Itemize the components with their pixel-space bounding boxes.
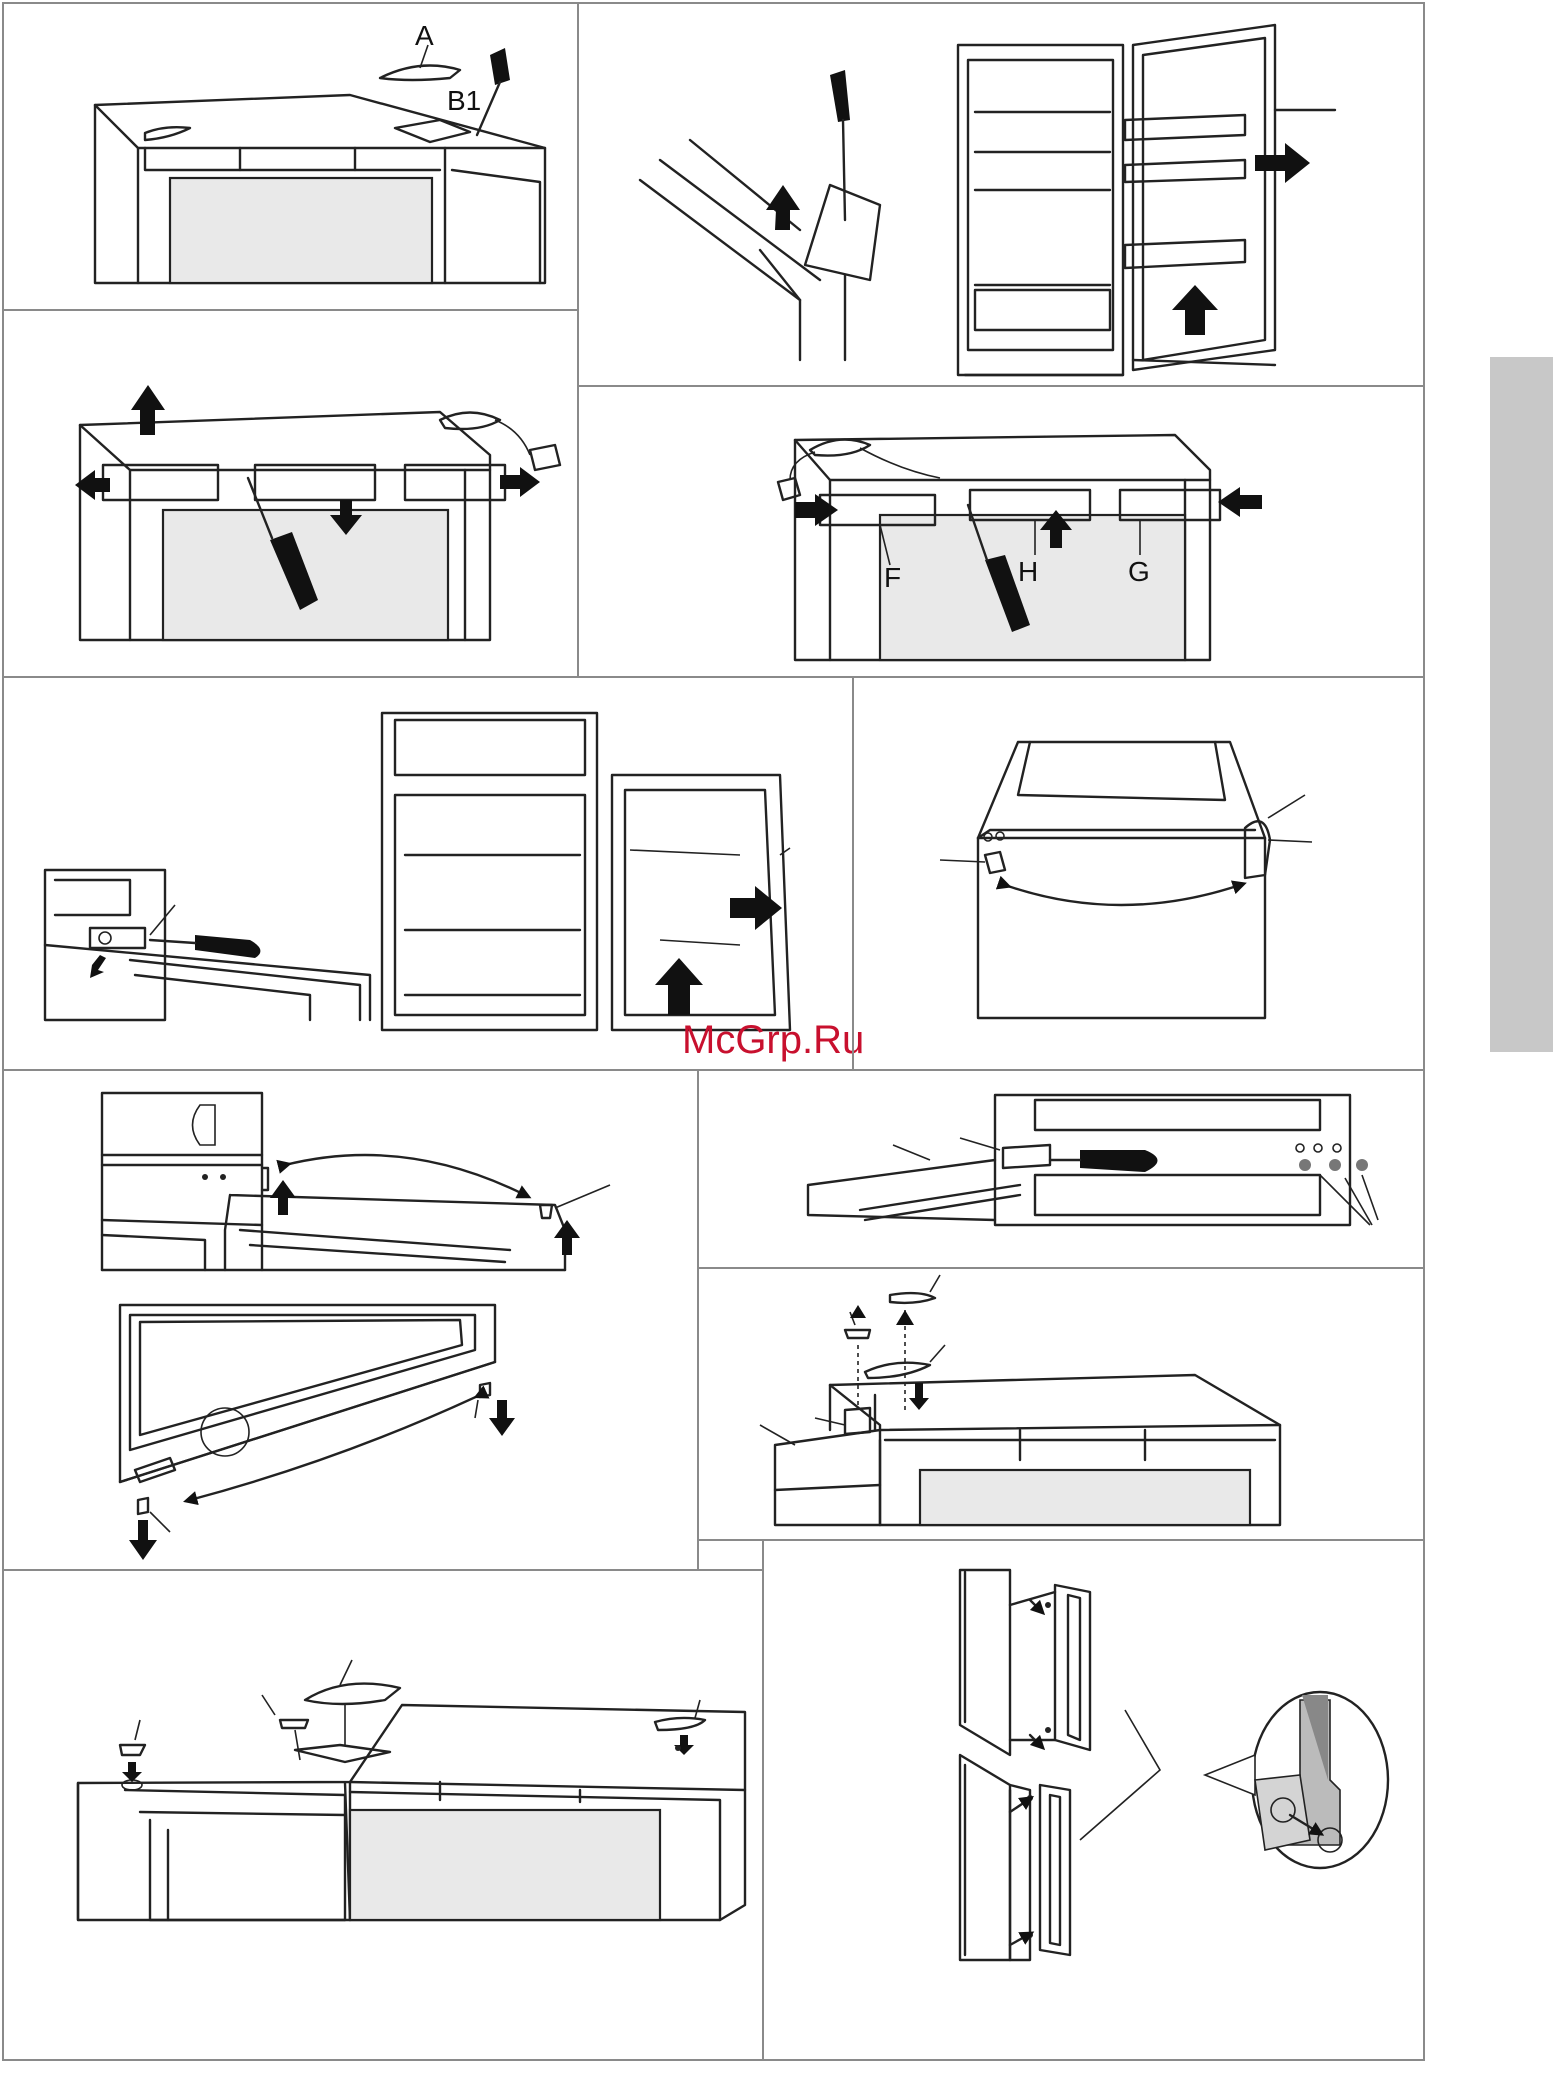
arrow-up-icon-2 xyxy=(1172,285,1218,335)
label-g: G xyxy=(1128,556,1150,587)
screwdriver-icon-2 xyxy=(830,70,850,122)
arrow-up-icon xyxy=(766,185,800,230)
arrow-right-icon-3 xyxy=(795,494,838,526)
panel-11 xyxy=(763,1540,1424,2060)
hinge-b1-part xyxy=(395,120,470,142)
panel-6 xyxy=(853,677,1424,1070)
arrow-down-icon-5 xyxy=(122,1762,142,1782)
label-f: F xyxy=(884,562,901,593)
panel-3 xyxy=(3,310,578,677)
watermark-text: McGrp.Ru xyxy=(682,1018,864,1062)
panel-1: A B1 xyxy=(3,3,578,310)
arrow-down-left-icon xyxy=(90,955,106,978)
panel-5 xyxy=(3,677,853,1070)
panel-10 xyxy=(3,1570,763,2060)
arrow-up-icon-6 xyxy=(270,1180,296,1215)
label-a: A xyxy=(415,20,434,51)
panel-7 xyxy=(3,1070,698,1570)
arrow-down-icon-6 xyxy=(674,1735,694,1755)
arrow-right-icon xyxy=(1255,143,1310,183)
arrow-up-dashed-icon-2 xyxy=(896,1310,914,1325)
side-tab xyxy=(1490,357,1553,1052)
label-b1: B1 xyxy=(447,85,481,116)
arrow-up-dashed-icon xyxy=(850,1305,866,1318)
panel-8 xyxy=(698,1070,1424,1268)
panel-4: F H G xyxy=(578,386,1424,677)
arrow-up-icon-5 xyxy=(655,958,703,1015)
arrow-left-icon-2 xyxy=(1218,487,1262,517)
screwdriver-icon xyxy=(490,48,510,85)
panel-9 xyxy=(698,1268,1424,1540)
label-h: H xyxy=(1018,556,1038,587)
arrow-down-icon-3 xyxy=(129,1520,157,1560)
arrow-up-icon-7 xyxy=(554,1220,580,1255)
arrow-down-icon-2 xyxy=(489,1400,515,1436)
arrow-down-icon-4 xyxy=(909,1383,929,1410)
panel-2 xyxy=(578,3,1424,386)
arrow-right-icon-4 xyxy=(730,886,782,930)
arrow-up-icon-3 xyxy=(131,385,165,435)
